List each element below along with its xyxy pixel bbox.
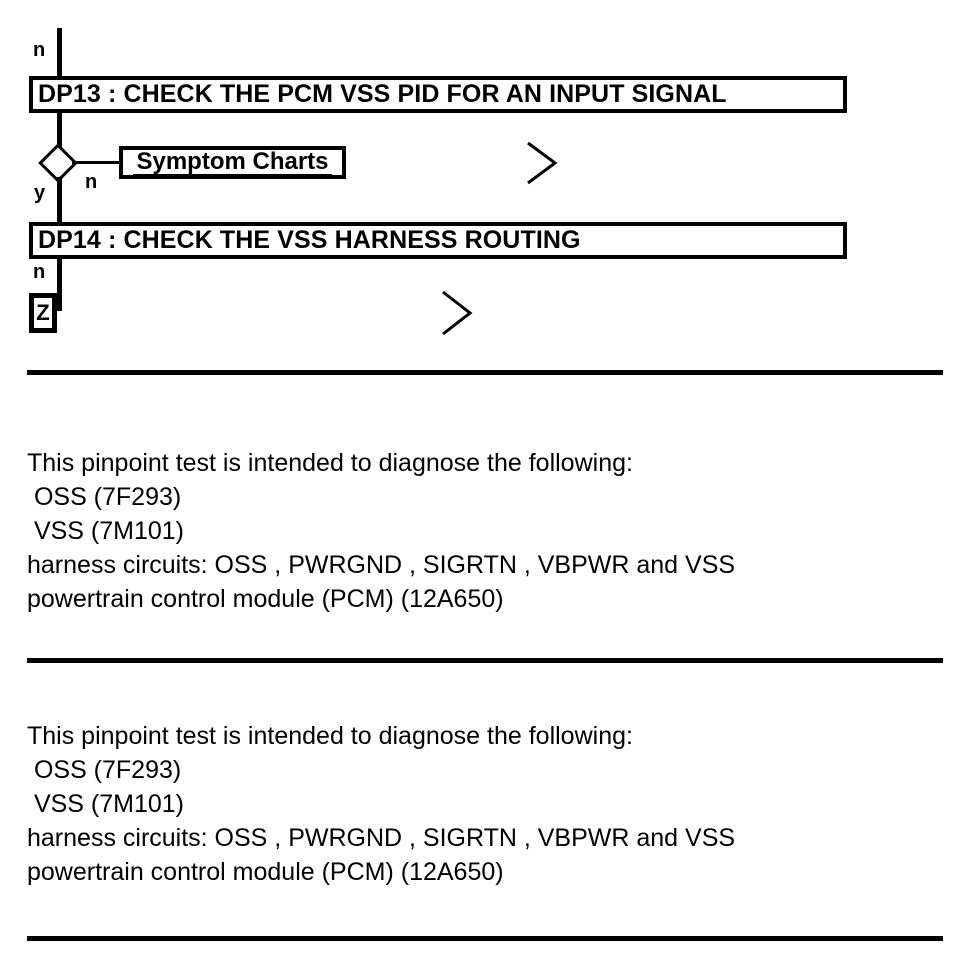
body-line: powertrain control module (PCM) (12A650) xyxy=(27,585,504,613)
step-box-dp13[interactable]: DP13 : CHECK THE PCM VSS PID FOR AN INPU… xyxy=(29,76,847,113)
body-line: OSS (7F293) xyxy=(27,756,182,784)
connector-entry-vertical xyxy=(57,28,62,78)
body-line: This pinpoint test is intended to diagno… xyxy=(27,722,633,750)
body-line: harness circuits: OSS , PWRGND , SIGRTN … xyxy=(27,824,736,852)
body-text-block-1: This pinpoint test is intended to diagno… xyxy=(27,446,937,616)
reference-box-symptom-charts-label: Symptom Charts xyxy=(133,149,332,176)
body-line: harness circuits: OSS , PWRGND , SIGRTN … xyxy=(27,551,736,579)
body-line: powertrain control module (PCM) (12A650) xyxy=(27,858,504,886)
connector-dp14-to-tag xyxy=(57,258,62,311)
branch-label-dp14-n: n xyxy=(33,261,46,283)
body-line: This pinpoint test is intended to diagno… xyxy=(27,449,633,477)
connector-decision-to-reference xyxy=(72,161,120,164)
horizontal-rule-3 xyxy=(27,936,943,941)
horizontal-rule-1 xyxy=(27,370,943,375)
tag-box-z-label: Z xyxy=(36,300,50,325)
body-line: VSS (7M101) xyxy=(27,517,185,545)
continuation-chevron-1-icon xyxy=(525,140,559,186)
continuation-chevron-2-icon xyxy=(440,289,474,337)
connector-decision-to-dp14 xyxy=(57,177,62,224)
step-box-dp14[interactable]: DP14 : CHECK THE VSS HARNESS ROUTING xyxy=(29,222,847,259)
branch-label-entry-n: n xyxy=(33,39,46,61)
body-line: VSS (7M101) xyxy=(27,790,185,818)
branch-label-decision-y: y xyxy=(34,182,46,204)
connector-dp13-to-decision xyxy=(57,112,62,148)
tag-box-z[interactable]: Z xyxy=(29,293,57,333)
branch-label-decision-n: n xyxy=(85,171,98,193)
reference-box-symptom-charts[interactable]: Symptom Charts xyxy=(119,146,346,179)
body-line: OSS (7F293) xyxy=(27,483,182,511)
step-box-dp13-label: DP13 : CHECK THE PCM VSS PID FOR AN INPU… xyxy=(38,80,727,108)
horizontal-rule-2 xyxy=(27,658,943,663)
step-box-dp14-label: DP14 : CHECK THE VSS HARNESS ROUTING xyxy=(38,226,581,254)
body-text-block-2: This pinpoint test is intended to diagno… xyxy=(27,719,937,889)
